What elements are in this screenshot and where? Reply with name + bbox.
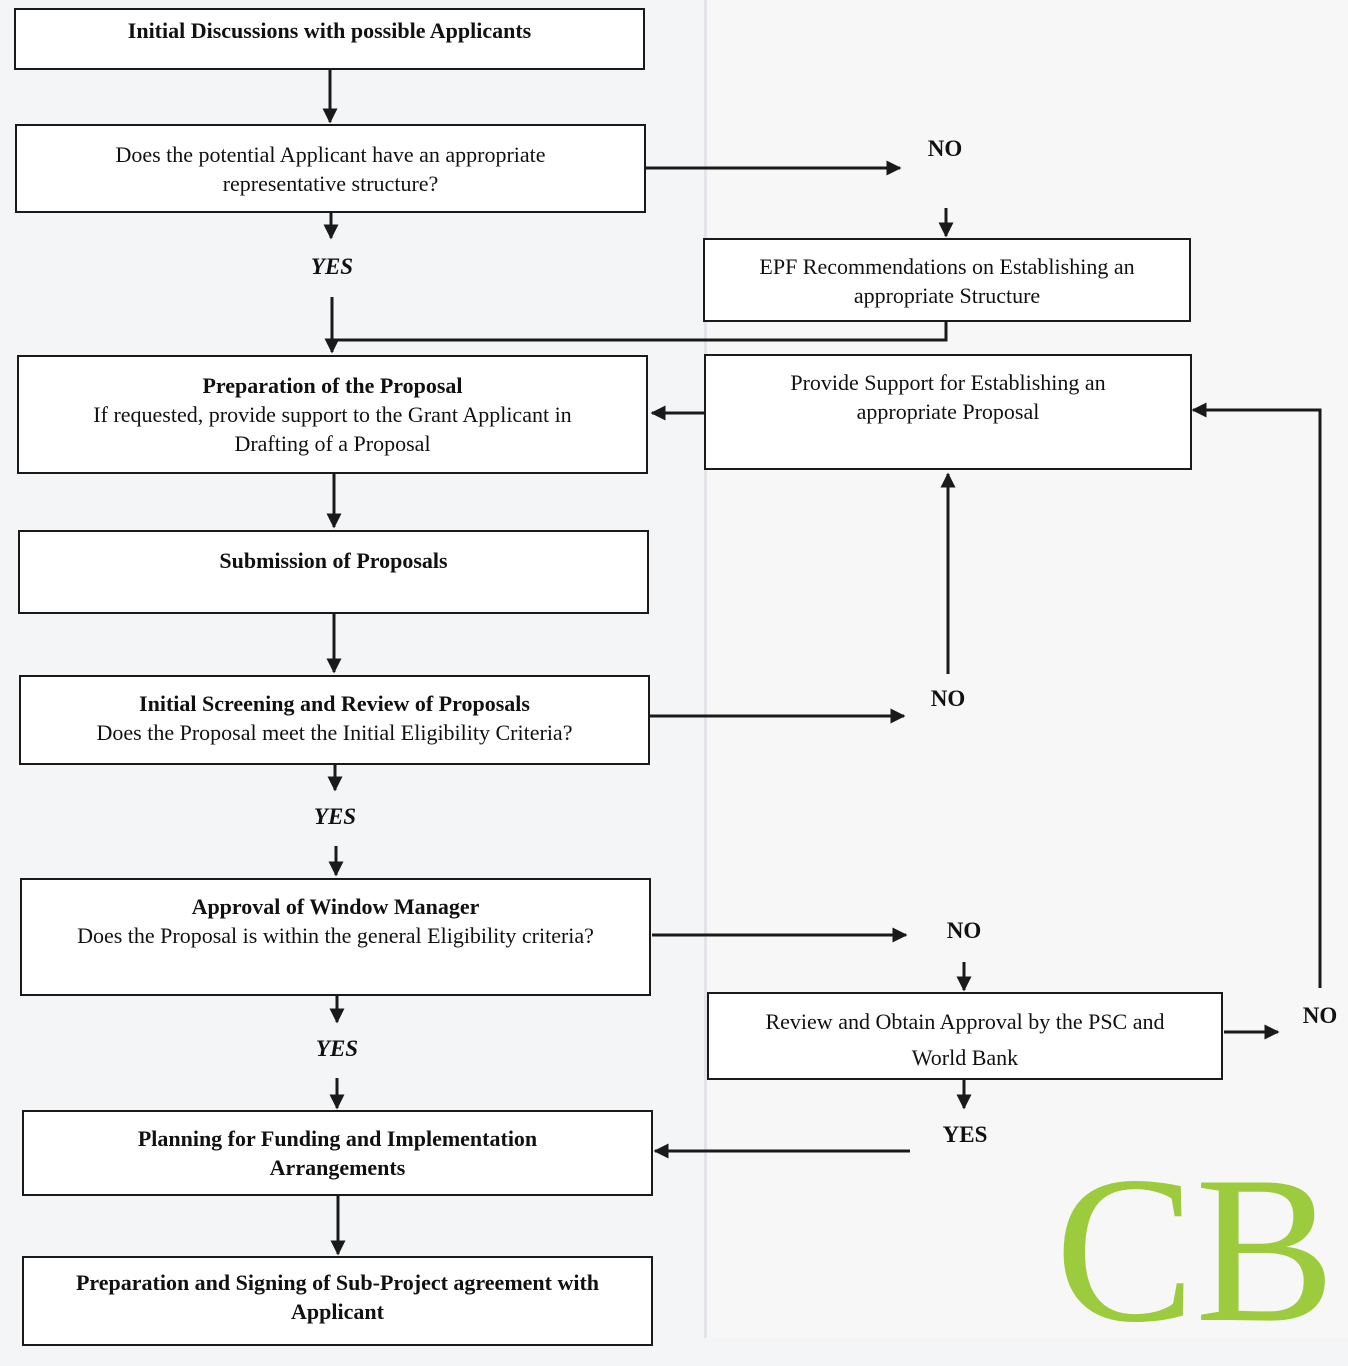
approval-window-manager-title: Approval of Window Manager — [191, 894, 480, 919]
label-yes-3: YES — [315, 1036, 359, 1061]
label-no-4: NO — [1302, 1003, 1338, 1028]
logo-watermark: CB — [1055, 1134, 1336, 1366]
epf-recommendations-text: EPF Recommendations on Establishing an a… — [759, 254, 1135, 308]
label-yes-1: YES — [310, 254, 354, 279]
preparation-proposal-text: If requested, provide support to the Gra… — [93, 402, 572, 456]
box-psc-review: Review and Obtain Approval by the PSC an… — [707, 992, 1223, 1080]
initial-screening-question: Does the Proposal meet the Initial Eligi… — [96, 720, 573, 745]
right-page — [706, 0, 1348, 1338]
preparation-proposal-title: Preparation of the Proposal — [202, 373, 463, 398]
submission-title: Submission of Proposals — [219, 548, 448, 573]
box-initial-discussions: Initial Discussions with possible Applic… — [14, 8, 645, 70]
label-yes-2: YES — [313, 804, 357, 829]
connector-arrows — [322, 70, 1322, 1256]
box-representative-structure: Does the potential Applicant have an app… — [15, 124, 646, 213]
box-preparation-proposal: Preparation of the Proposal If requested… — [17, 355, 648, 474]
page-fold — [704, 0, 707, 1338]
label-no-3: NO — [946, 918, 982, 943]
label-yes-4: YES — [942, 1122, 988, 1147]
box-initial-screening: Initial Screening and Review of Proposal… — [19, 675, 650, 765]
representative-structure-question: Does the potential Applicant have an app… — [115, 142, 546, 196]
box-epf-recommendations: EPF Recommendations on Establishing an a… — [703, 238, 1191, 322]
box-submission: Submission of Proposals — [18, 530, 649, 614]
box-planning-funding: Planning for Funding and Implementation … — [22, 1110, 653, 1196]
approval-window-manager-question: Does the Proposal is within the general … — [77, 923, 594, 948]
psc-review-text: Review and Obtain Approval by the PSC an… — [765, 1009, 1165, 1070]
box-approval-window-manager: Approval of Window Manager Does the Prop… — [20, 878, 651, 996]
initial-discussions-title: Initial Discussions with possible Applic… — [127, 18, 532, 43]
line-epf-to-preparation — [332, 322, 948, 342]
label-no-1: NO — [927, 136, 963, 161]
arrow-psc-no-to-support — [1191, 402, 1322, 988]
planning-funding-title: Planning for Funding and Implementation … — [137, 1126, 538, 1180]
signing-agreement-title: Preparation and Signing of Sub-Project a… — [75, 1270, 600, 1324]
provide-support-text: Provide Support for Establishing an appr… — [790, 370, 1106, 424]
label-no-2: NO — [930, 686, 966, 711]
box-provide-support: Provide Support for Establishing an appr… — [704, 354, 1192, 470]
box-signing-agreement: Preparation and Signing of Sub-Project a… — [22, 1256, 653, 1346]
initial-screening-title: Initial Screening and Review of Proposal… — [139, 691, 530, 716]
